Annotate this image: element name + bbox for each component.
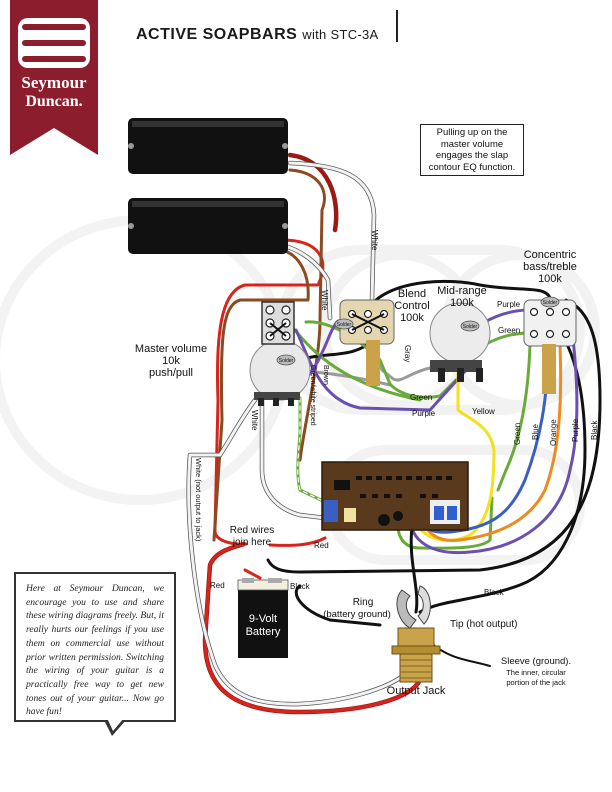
solder-label-blend: Solder	[337, 322, 352, 328]
wire-label-green-white: Green/white striped	[309, 365, 316, 426]
midrange-pot: Solder	[429, 302, 491, 382]
midrange-label-1: Mid-range	[437, 285, 487, 297]
note-text: Pulling up on the master volume engages …	[428, 127, 516, 173]
blend-label-1: Blend	[398, 288, 426, 300]
title-main: ACTIVE SOAPBARS	[136, 26, 298, 43]
solder-label-master: Solder	[279, 358, 294, 364]
wire-label-purple-center: Purple	[412, 409, 436, 418]
master-volume-label-3: push/pull	[149, 367, 193, 379]
bridge-pickup	[128, 118, 288, 174]
battery-label-line1: 9-Volt	[249, 613, 277, 625]
logo-name-line2: Duncan.	[25, 93, 82, 110]
concentric-label-1: Concentric	[524, 249, 577, 261]
wire-label-gray: Gray	[403, 345, 412, 362]
tip-label: Tip (hot output)	[450, 619, 517, 630]
wire-label-black-battery: Black	[290, 582, 311, 591]
wire-label-yellow: Yellow	[472, 407, 495, 416]
neck-pickup	[128, 198, 288, 254]
red-join-label-2: join here	[232, 537, 272, 548]
wire-label-purple-right: Purple	[571, 418, 580, 442]
usage-quote-box: Here at Seymour Duncan, we encourage you…	[14, 572, 176, 722]
blend-control-pot: Solder	[334, 299, 395, 386]
header-divider	[396, 10, 398, 42]
midrange-label-2: 100k	[450, 297, 474, 309]
wire-label-red-battery: Red	[210, 581, 225, 590]
wire-label-white-neck: White	[320, 290, 329, 311]
master-volume-label-2: 10k	[162, 355, 180, 367]
ring-label-2: (battery ground)	[323, 609, 391, 620]
wire-label-white-bridge: White	[370, 230, 379, 251]
concentric-label-2: bass/treble	[523, 261, 577, 273]
blend-label-3: 100k	[400, 312, 424, 324]
wire-label-blue: Blue	[531, 423, 540, 440]
master-volume-pot: Solder	[249, 301, 311, 406]
battery: 9-Volt Battery	[237, 578, 289, 658]
title-subtitle: with STC-3A	[302, 27, 379, 42]
sleeve-label-3: portion of the jack	[506, 678, 565, 687]
ring-label-1: Ring	[353, 597, 374, 608]
diagram-title: ACTIVE SOAPBARS with STC-3A	[136, 26, 379, 44]
solder-label-midrange: Solder	[463, 324, 478, 330]
sleeve-label-1: Sleeve (ground).	[501, 656, 571, 667]
wire-label-white-not-output: White (not output to jack)	[194, 458, 203, 542]
concentric-pot: Solder	[523, 296, 577, 394]
output-jack	[391, 585, 441, 683]
wire-label-green-right: Green	[513, 423, 522, 445]
wire-label-purple-top: Purple	[497, 300, 521, 309]
master-volume-label-1: Master volume	[135, 343, 207, 355]
battery-label-line2: Battery	[246, 626, 281, 638]
concentric-label-3: 100k	[538, 273, 562, 285]
output-jack-label: Output Jack	[387, 685, 446, 697]
wire-label-green-top: Green	[498, 326, 520, 335]
wire-label-black-jack: Black	[484, 588, 505, 597]
seymour-duncan-logo: Seymour Duncan.	[10, 0, 98, 155]
logo-name-line1: Seymour	[21, 73, 87, 92]
wire-label-black-right: Black	[590, 419, 599, 440]
sleeve-label-2: The inner, circular	[506, 668, 566, 677]
slap-contour-note: Pulling up on the master volume engages …	[420, 124, 524, 176]
wire-label-green-center: Green	[410, 393, 432, 402]
wire-label-red-board: Red	[314, 541, 329, 550]
wire-label-orange: Orange	[549, 419, 558, 446]
wire-label-white-short: White	[250, 410, 259, 431]
quote-text: Here at Seymour Duncan, we encourage you…	[26, 583, 164, 718]
solder-label-concentric: Solder	[543, 300, 558, 306]
wire-label-brown: Brown	[322, 365, 329, 385]
quote-tail-inner	[107, 718, 124, 731]
blend-label-2: Control	[394, 300, 429, 312]
red-join-label-1: Red wires	[230, 525, 274, 536]
stc3a-circuit-board	[321, 461, 469, 531]
